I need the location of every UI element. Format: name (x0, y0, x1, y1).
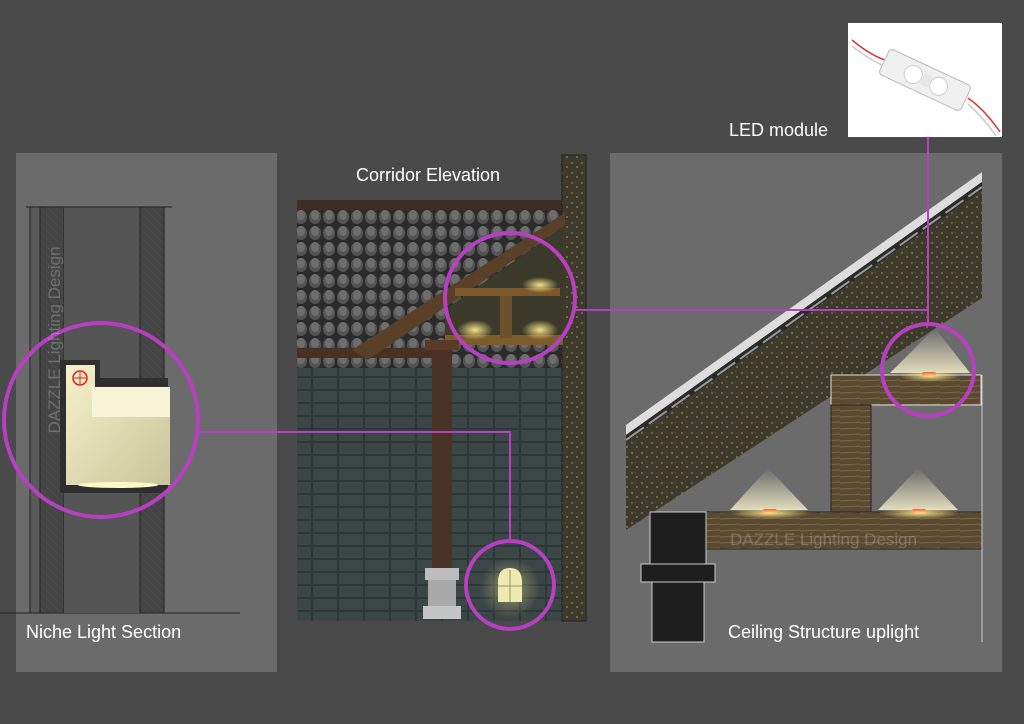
niche-light-section-label: Niche Light Section (26, 622, 182, 642)
niche-section-drawing (0, 206, 240, 614)
corridor-elevation-label: Corridor Elevation (356, 165, 501, 185)
ceiling-structure-drawing (625, 172, 983, 643)
led-module-label: LED module (729, 120, 829, 140)
ceiling-structure-uplight-label: Ceiling Structure uplight (728, 622, 920, 642)
watermark-ceiling: DAZZLE Lighting Design (730, 530, 918, 549)
corridor-elevation-drawing (297, 154, 587, 622)
leader-lines (198, 137, 929, 541)
watermark-niche: DAZZLE Lighting Design (45, 246, 64, 434)
led-module-photo (848, 23, 1002, 137)
